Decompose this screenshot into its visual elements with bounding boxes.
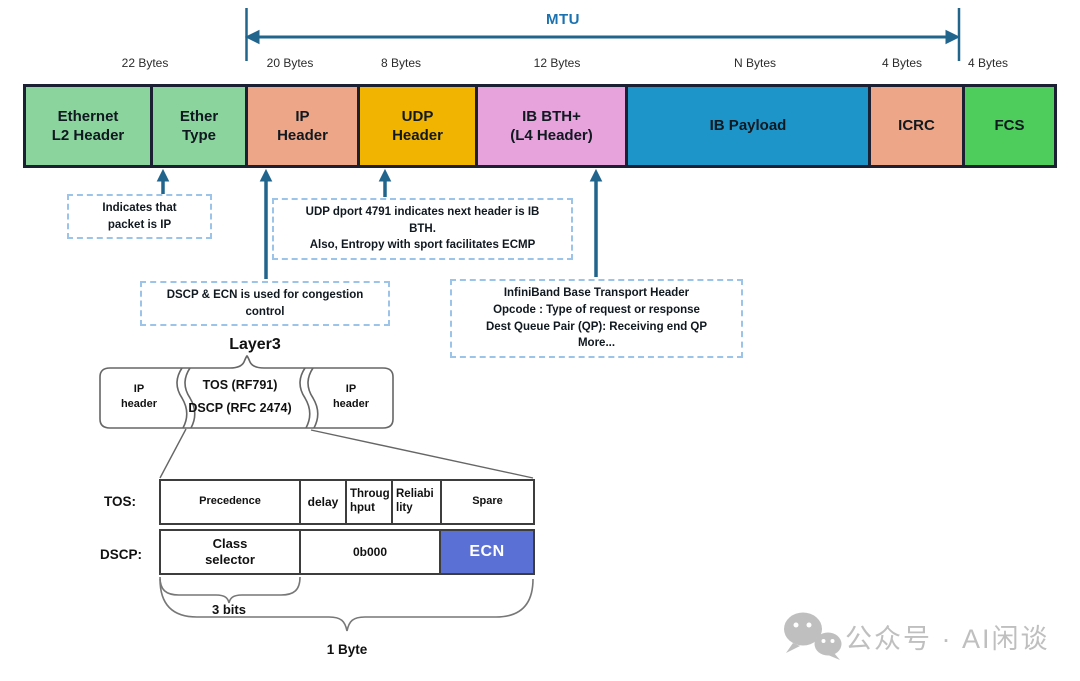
ib-bth-arrow <box>589 168 603 277</box>
ip-header-arrow <box>259 168 273 279</box>
watermark-text: 公众号 · AI闲谈 <box>845 624 1050 654</box>
field-icrc: ICRC <box>871 87 962 165</box>
annotation-text: Indicates that packet is IP <box>102 201 177 231</box>
bytes-label-fcs: 4 Bytes <box>967 56 1009 70</box>
annotation-ether-type: Indicates that packet is IP <box>67 194 212 239</box>
bytes-label-icrc: 4 Bytes <box>881 56 923 70</box>
tos-table: Precedence delay Throug hput Reliabi lit… <box>159 479 535 525</box>
tos-cell-throughput: Throug hput <box>347 481 393 523</box>
field-label: UDP Header <box>392 107 443 145</box>
field-ib-bth: IB BTH+ (L4 Header) <box>478 87 625 165</box>
field-label: IB BTH+ (L4 Header) <box>510 107 593 145</box>
wechat-icon <box>784 612 842 660</box>
field-ip-header: IP Header <box>248 87 357 165</box>
ether-type-arrow <box>156 168 170 196</box>
layer3-ip-header-right: IP header <box>332 383 370 410</box>
field-label: ICRC <box>898 117 935 135</box>
field-label: IB Payload <box>709 117 787 135</box>
annotation-ib-bth: InfiniBand Base Transport Header Opcode … <box>450 279 743 358</box>
field-fcs: FCS <box>965 87 1054 165</box>
tos-cell-delay: delay <box>301 481 347 523</box>
three-bits-brace <box>159 576 301 604</box>
field-label: FCS <box>994 117 1025 135</box>
tos-cell-precedence: Precedence <box>161 481 301 523</box>
layer3-ip-header-left: IP header <box>120 383 158 410</box>
annotation-text: UDP dport 4791 indicates next header is … <box>305 205 540 252</box>
field-ethernet-l2-header: Ethernet L2 Header <box>26 87 150 165</box>
bytes-label-ib-bth: 12 Bytes <box>533 56 581 70</box>
layer3-dscp-line: DSCP (RFC 2474) <box>188 401 292 415</box>
tos-cell-reliability: Reliabi lity <box>393 481 442 523</box>
layer3-title: Layer3 <box>229 336 281 353</box>
field-label: Ether Type <box>179 107 219 145</box>
three-bits-label: 3 bits <box>212 602 246 617</box>
field-label: Ethernet L2 Header <box>51 107 125 145</box>
bytes-label-payload: N Bytes <box>733 56 776 70</box>
one-byte-label: 1 Byte <box>326 642 368 657</box>
field-label: IP Header <box>277 107 328 145</box>
mtu-label: MTU <box>546 11 580 28</box>
dscp-row-label: DSCP: <box>100 547 143 562</box>
udp-header-arrow <box>378 168 392 197</box>
bytes-label-udp: 8 Bytes <box>380 56 422 70</box>
zoom-lines <box>159 428 534 479</box>
dscp-table: Class selector 0b000 ECN <box>159 529 535 575</box>
mtu-arrow <box>244 8 961 61</box>
dscp-cell-ecn: ECN <box>441 531 533 573</box>
annotation-text: DSCP & ECN is used for congestion contro… <box>166 288 364 318</box>
field-udp-header: UDP Header <box>360 87 475 165</box>
tos-row-label: TOS: <box>104 494 137 509</box>
bytes-label-ethernet: 22 Bytes <box>121 56 169 70</box>
layer3-separators <box>176 367 319 429</box>
layer3-tos-line: TOS (RF791) <box>202 378 278 392</box>
field-ib-payload: IB Payload <box>628 87 868 165</box>
annotation-ip-dscp: DSCP & ECN is used for congestion contro… <box>140 281 390 326</box>
field-ether-type: Ether Type <box>153 87 245 165</box>
annotation-udp: UDP dport 4791 indicates next header is … <box>272 198 573 260</box>
packet-bar: Ethernet L2 Header Ether Type IP Header … <box>23 84 1057 168</box>
bytes-label-ip: 20 Bytes <box>266 56 314 70</box>
dscp-cell-class-selector: Class selector <box>161 531 301 573</box>
tos-cell-spare: Spare <box>472 495 503 508</box>
annotation-text: InfiniBand Base Transport Header Opcode … <box>485 287 708 350</box>
dscp-cell-0b000: 0b000 <box>301 531 441 573</box>
